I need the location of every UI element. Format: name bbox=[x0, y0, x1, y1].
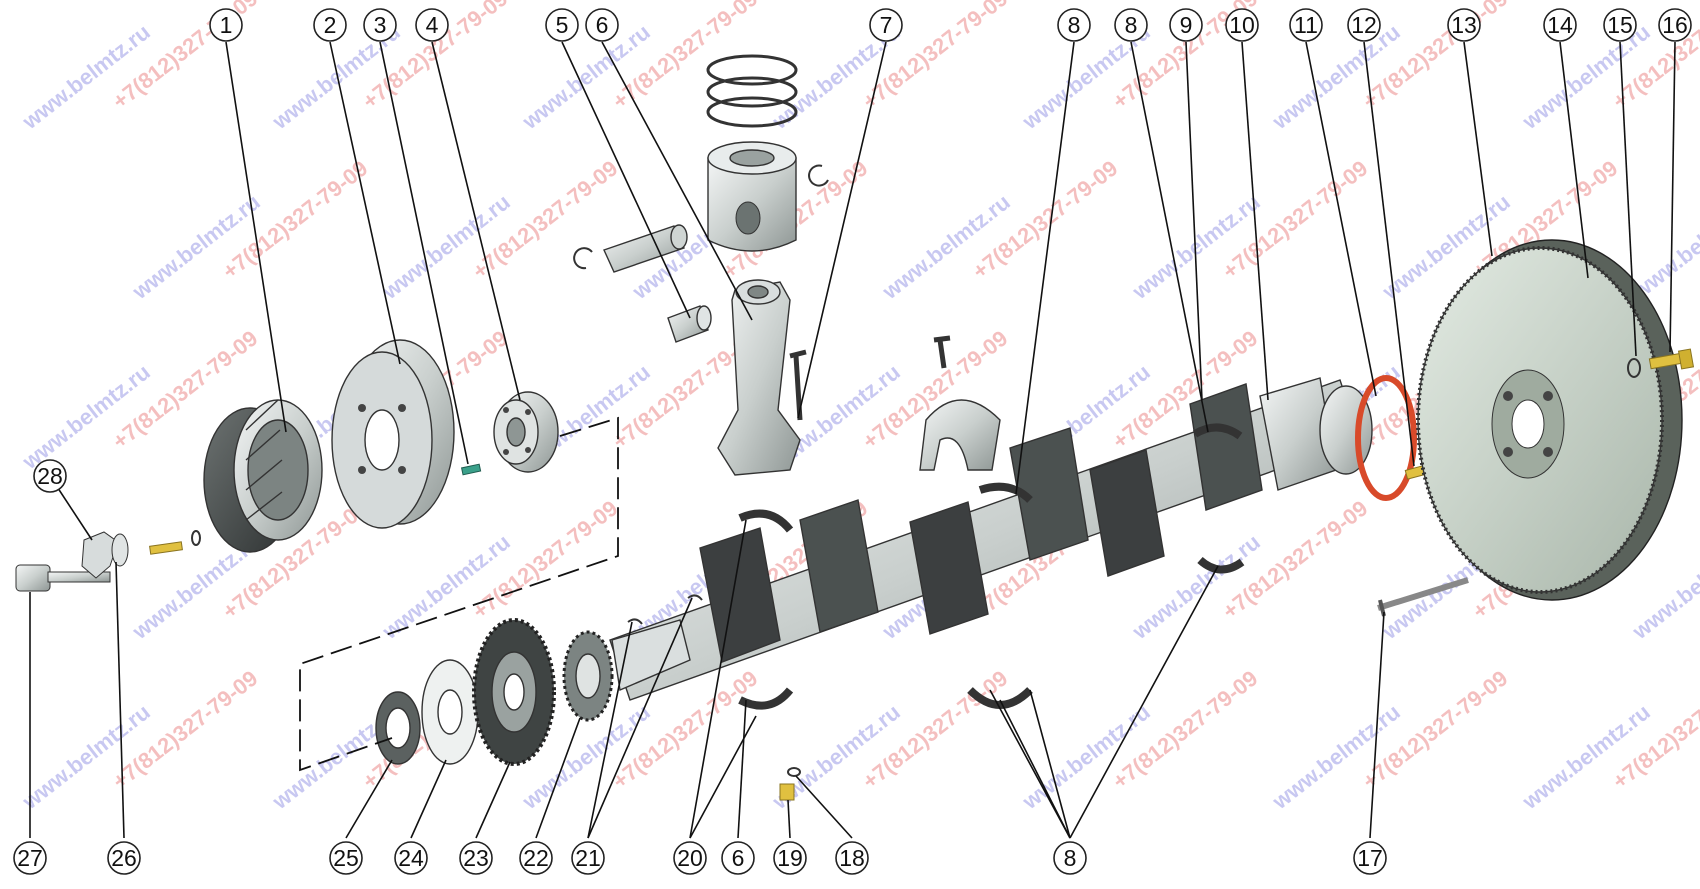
damper-disc bbox=[331, 339, 455, 529]
crankshaft bbox=[609, 377, 1373, 701]
callout-13: 13 bbox=[1447, 8, 1481, 42]
piston-assembly bbox=[706, 54, 829, 252]
callout-3: 3 bbox=[363, 8, 397, 42]
callout-27: 27 bbox=[13, 841, 47, 875]
svg-text:11: 11 bbox=[1294, 12, 1318, 38]
callout-24: 24 bbox=[394, 841, 428, 875]
svg-text:8: 8 bbox=[1125, 12, 1138, 38]
callout-26: 26 bbox=[107, 841, 141, 875]
svg-text:2: 2 bbox=[324, 12, 337, 38]
callout-8-top-b: 8 bbox=[1114, 8, 1148, 42]
svg-text:22: 22 bbox=[523, 845, 549, 871]
svg-text:25: 25 bbox=[333, 845, 359, 871]
connecting-rod bbox=[717, 279, 801, 476]
callout-19: 19 bbox=[773, 841, 807, 875]
svg-text:13: 13 bbox=[1451, 12, 1477, 38]
callout-5: 5 bbox=[545, 8, 579, 42]
callout-25: 25 bbox=[329, 841, 363, 875]
rod-bolt bbox=[789, 349, 807, 421]
callout-22: 22 bbox=[519, 841, 553, 875]
svg-text:9: 9 bbox=[1180, 12, 1193, 38]
callout-1: 1 bbox=[209, 8, 243, 42]
callout-18: 18 bbox=[835, 841, 869, 875]
svg-text:20: 20 bbox=[677, 845, 703, 871]
callout-23: 23 bbox=[459, 841, 493, 875]
svg-text:17: 17 bbox=[1357, 845, 1383, 871]
callout-15: 15 bbox=[1603, 8, 1637, 42]
callout-20: 20 bbox=[673, 841, 707, 875]
svg-text:21: 21 bbox=[575, 845, 601, 871]
callout-8-bottom: 8 bbox=[1053, 841, 1087, 875]
svg-text:8: 8 bbox=[1064, 845, 1077, 871]
svg-text:4: 4 bbox=[426, 12, 439, 38]
front-gear-set bbox=[375, 618, 614, 766]
callout-11: 11 bbox=[1289, 8, 1323, 42]
svg-text:19: 19 bbox=[777, 845, 803, 871]
callout-10: 10 bbox=[1225, 8, 1259, 42]
svg-text:10: 10 bbox=[1229, 12, 1255, 38]
svg-text:8: 8 bbox=[1068, 12, 1081, 38]
svg-text:16: 16 bbox=[1662, 12, 1688, 38]
callout-2: 2 bbox=[313, 8, 347, 42]
callout-6-bottom: 6 bbox=[721, 841, 755, 875]
svg-text:24: 24 bbox=[398, 845, 424, 871]
bearing-shells bbox=[738, 423, 1245, 710]
callout-16: 16 bbox=[1658, 8, 1692, 42]
pulley-hub bbox=[493, 391, 559, 473]
svg-text:7: 7 bbox=[880, 12, 893, 38]
front-bolt-assembly bbox=[15, 530, 201, 592]
callout-14: 14 bbox=[1543, 8, 1577, 42]
group-bracket bbox=[299, 416, 619, 772]
svg-text:6: 6 bbox=[596, 12, 609, 38]
svg-text:15: 15 bbox=[1607, 12, 1633, 38]
callout-12: 12 bbox=[1347, 8, 1381, 42]
callout-17: 17 bbox=[1353, 841, 1387, 875]
callout-9: 9 bbox=[1169, 8, 1203, 42]
key-pin bbox=[460, 463, 482, 476]
svg-text:23: 23 bbox=[463, 845, 489, 871]
svg-text:12: 12 bbox=[1351, 12, 1377, 38]
callout-8-top-a: 8 bbox=[1057, 8, 1091, 42]
piston-pin bbox=[573, 224, 688, 273]
flywheel-washer-bolt bbox=[1627, 348, 1695, 378]
svg-text:27: 27 bbox=[17, 845, 43, 871]
svg-text:5: 5 bbox=[556, 12, 569, 38]
small-end-bushing bbox=[667, 305, 712, 343]
callout-21: 21 bbox=[571, 841, 605, 875]
main-bearing-cap bbox=[919, 335, 1001, 471]
callout-7: 7 bbox=[869, 8, 903, 42]
svg-text:1: 1 bbox=[220, 12, 233, 38]
flywheel bbox=[1416, 239, 1683, 601]
svg-text:14: 14 bbox=[1547, 12, 1573, 38]
svg-text:6: 6 bbox=[732, 845, 745, 871]
small-parts bbox=[627, 594, 801, 801]
svg-text:18: 18 bbox=[839, 845, 865, 871]
svg-text:28: 28 bbox=[37, 463, 63, 489]
pulley bbox=[203, 399, 323, 553]
svg-text:26: 26 bbox=[111, 845, 137, 871]
callout-28: 28 bbox=[33, 459, 67, 493]
callout-6-top: 6 bbox=[585, 8, 619, 42]
callout-labels: 1 2 3 4 5 6 7 8 8 9 10 11 12 13 14 15 16… bbox=[13, 8, 1692, 875]
callout-4: 4 bbox=[415, 8, 449, 42]
svg-text:3: 3 bbox=[374, 12, 387, 38]
rear-oil-seal bbox=[1355, 375, 1417, 501]
leader-lines bbox=[29, 41, 1676, 839]
